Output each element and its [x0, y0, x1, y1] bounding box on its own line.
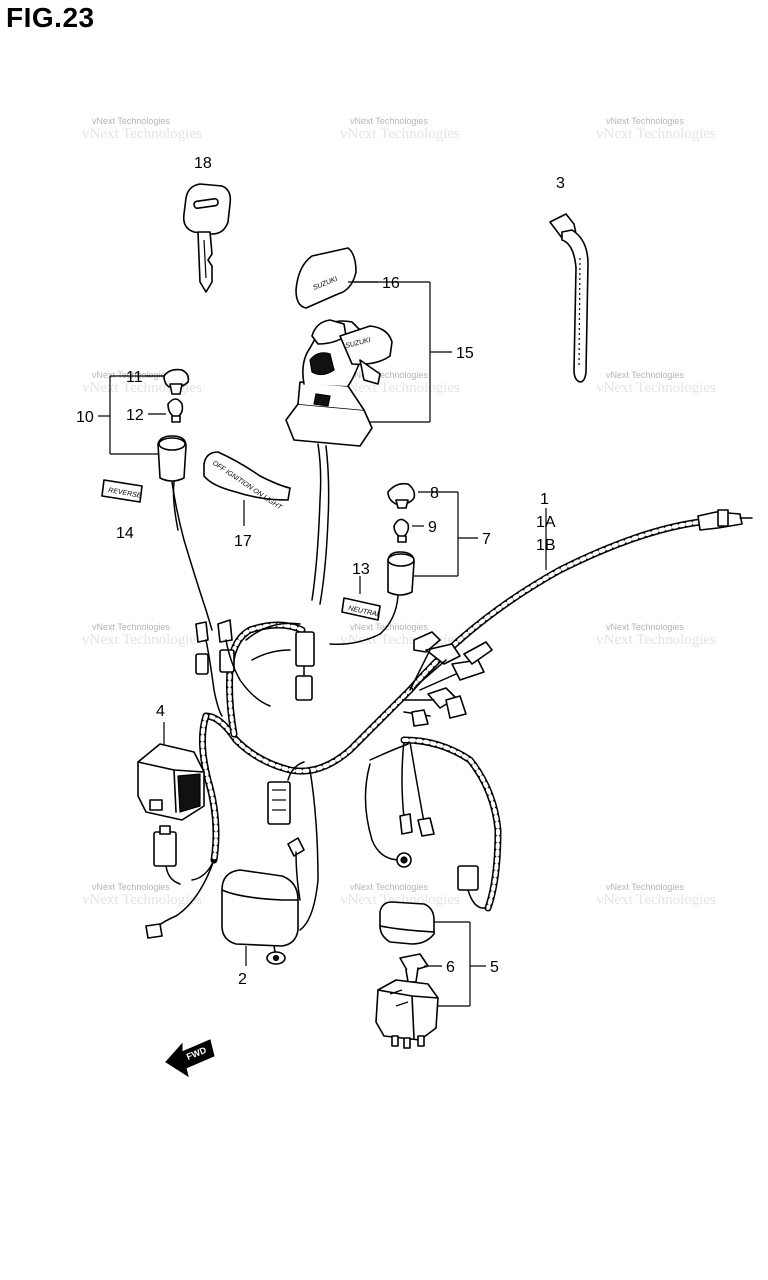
figure-title: FIG.23: [6, 2, 95, 33]
part-fuse: [399, 953, 429, 983]
part-indicator-lens: [163, 368, 190, 395]
watermark-shadow: vNext Technologies: [82, 126, 202, 142]
watermark-text: vNext Technologies: [92, 116, 170, 126]
callout-8: 8: [430, 485, 439, 502]
watermark: vNext Technologies vNext Technologies: [340, 622, 460, 648]
watermark-text: vNext Technologies: [92, 622, 170, 632]
watermark-text: vNext Technologies: [350, 116, 428, 126]
callout-9: 9: [428, 519, 437, 536]
callout-4: 4: [156, 703, 165, 720]
watermark: vNext Technologies vNext Technologies: [596, 370, 716, 396]
callout-12: 12: [126, 407, 144, 424]
part-indicator-socket-2: [329, 551, 415, 646]
part-relay: [137, 743, 205, 939]
callout-5: 5: [490, 959, 499, 976]
part-fuse-box-cover: [379, 901, 435, 945]
callout-18: 18: [194, 155, 212, 172]
part-cable-tie: [549, 213, 589, 383]
part-capacitor-unit: [221, 869, 299, 965]
part-label-neutral: NEUTRAL: [341, 597, 381, 621]
part-wiring-harness: [155, 509, 753, 931]
callout-1: 1: [540, 491, 549, 508]
part-indicator-bulb: [167, 398, 184, 423]
part-position-plate: OFF IGNITION ON LIGHT: [203, 451, 291, 512]
part-key: [182, 183, 232, 293]
watermark: vNext Technologies vNext Technologies: [340, 370, 460, 396]
part-indicator-socket: [157, 435, 213, 631]
callout-3: 3: [556, 175, 565, 192]
watermark-text: vNext Technologies: [606, 882, 684, 892]
callout-6: 6: [446, 959, 455, 976]
part-ignition-switch: SUZUKI: [285, 319, 393, 605]
watermark-shadow: vNext Technologies: [596, 380, 716, 396]
watermark-text: vNext Technologies: [606, 622, 684, 632]
watermark-text: vNext Technologies: [92, 882, 170, 892]
watermark-text: vNext Technologies: [350, 622, 428, 632]
watermark-shadow: vNext Technologies: [596, 126, 716, 142]
callout-10: 10: [76, 409, 94, 426]
watermark: vNext Technologies vNext Technologies: [82, 882, 202, 908]
watermark-text: vNext Technologies: [606, 116, 684, 126]
watermark: vNext Technologies vNext Technologies: [596, 622, 716, 648]
watermark: vNext Technologies vNext Technologies: [82, 116, 202, 142]
watermark-shadow: vNext Technologies: [596, 892, 716, 908]
callout-14: 14: [116, 525, 134, 542]
watermark-text: vNext Technologies: [92, 370, 170, 380]
callout-11: 11: [126, 369, 143, 386]
part-label-reverse: REVERSE: [101, 479, 143, 503]
watermark-shadow: vNext Technologies: [340, 126, 460, 142]
part-indicator-bulb-2: [393, 518, 410, 543]
callout-1b: 1B: [536, 537, 556, 554]
part-indicator-lens-2: [387, 482, 416, 509]
callout-17: 17: [234, 533, 252, 550]
callout-2: 2: [238, 971, 247, 988]
watermark-text: vNext Technologies: [606, 370, 684, 380]
part-switch-cap: SUZUKI: [295, 247, 357, 309]
watermark: vNext Technologies vNext Technologies: [340, 882, 460, 908]
watermark: vNext Technologies vNext Technologies: [596, 882, 716, 908]
watermark-text: vNext Technologies: [350, 882, 428, 892]
watermark: vNext Technologies vNext Technologies: [596, 116, 716, 142]
fwd-arrow-icon: FWD: [165, 1039, 215, 1078]
callout-1a: 1A: [536, 514, 556, 531]
watermark-shadow: vNext Technologies: [82, 892, 202, 908]
watermark: vNext Technologies vNext Technologies: [82, 622, 202, 648]
callout-15: 15: [456, 345, 474, 362]
part-fuse-holder: [375, 979, 439, 1049]
watermark-shadow: vNext Technologies: [340, 380, 460, 396]
watermark: vNext Technologies vNext Technologies: [340, 116, 460, 142]
callout-16: 16: [382, 275, 400, 292]
callout-7: 7: [482, 531, 491, 548]
callout-13: 13: [352, 561, 370, 578]
watermark-shadow: vNext Technologies: [340, 892, 460, 908]
watermark-shadow: vNext Technologies: [596, 632, 716, 648]
watermark-shadow: vNext Technologies: [82, 632, 202, 648]
watermark-text: vNext Technologies: [350, 370, 428, 380]
